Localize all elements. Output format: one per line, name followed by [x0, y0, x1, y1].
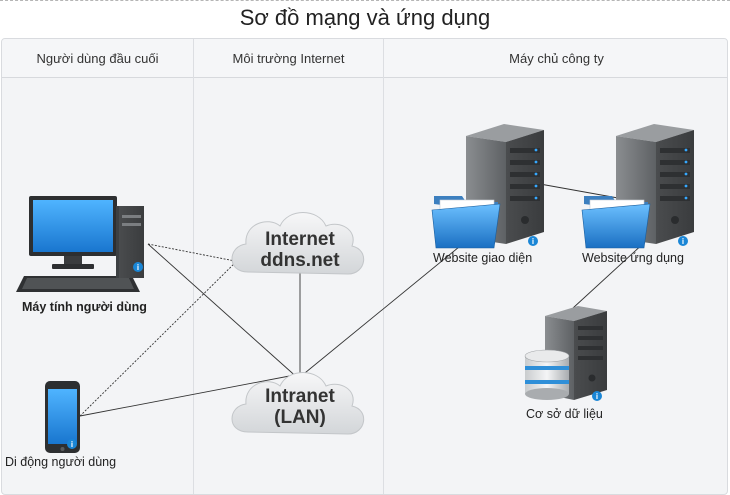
intranet-label: Intranet [265, 386, 335, 407]
page-title: Sơ đồ mạng và ứng dụng [0, 0, 730, 34]
lane-divider [383, 39, 384, 494]
lane-divider [193, 39, 194, 494]
internet-cloud-label: Internet ddns.net [250, 229, 350, 271]
lane-header-internet: Môi trường Internet [194, 39, 383, 78]
desktop-computer-icon[interactable]: i [16, 196, 144, 292]
internet-label: Internet [265, 229, 335, 250]
info-icon[interactable]: i [596, 392, 598, 401]
connector-intranet-webui [299, 237, 471, 378]
lane-header-end-users: Người dùng đầu cuối [2, 39, 193, 78]
intranet-cloud-label: Intranet (LAN) [250, 386, 350, 428]
web-app-label: Website ứng dụng [582, 251, 684, 265]
database-icon[interactable]: i [524, 349, 602, 401]
connector-pc-internet [147, 243, 241, 263]
database-label: Cơ sở dữ liệu [526, 407, 603, 421]
cloud-icon[interactable] [231, 212, 364, 275]
info-icon[interactable]: i [71, 440, 73, 449]
connector-mobile-internet [79, 251, 247, 417]
folder-icon[interactable]: i [581, 196, 688, 249]
connector-webui-webapp [539, 183, 619, 199]
cloud-icon[interactable] [231, 372, 364, 435]
info-icon[interactable]: i [682, 237, 684, 246]
info-icon[interactable]: i [137, 263, 139, 272]
mobile-phone-icon[interactable]: i [45, 381, 80, 453]
lan-label: (LAN) [274, 407, 326, 428]
info-icon[interactable]: i [532, 237, 534, 246]
mobile-label: Di động người dùng [5, 455, 117, 469]
connector-mobile-intranet [79, 373, 301, 417]
connector-pc-intranet [147, 243, 301, 381]
lane-header-company-servers: Máy chủ công ty [384, 39, 727, 78]
connector-webapp-database [572, 241, 646, 309]
connectors [79, 183, 646, 417]
user-pc-label: Máy tính người dùng [22, 300, 147, 314]
ddns-label: ddns.net [260, 250, 340, 271]
folder-icon[interactable]: i [431, 196, 538, 249]
web-ui-label: Website giao diện [433, 251, 533, 265]
